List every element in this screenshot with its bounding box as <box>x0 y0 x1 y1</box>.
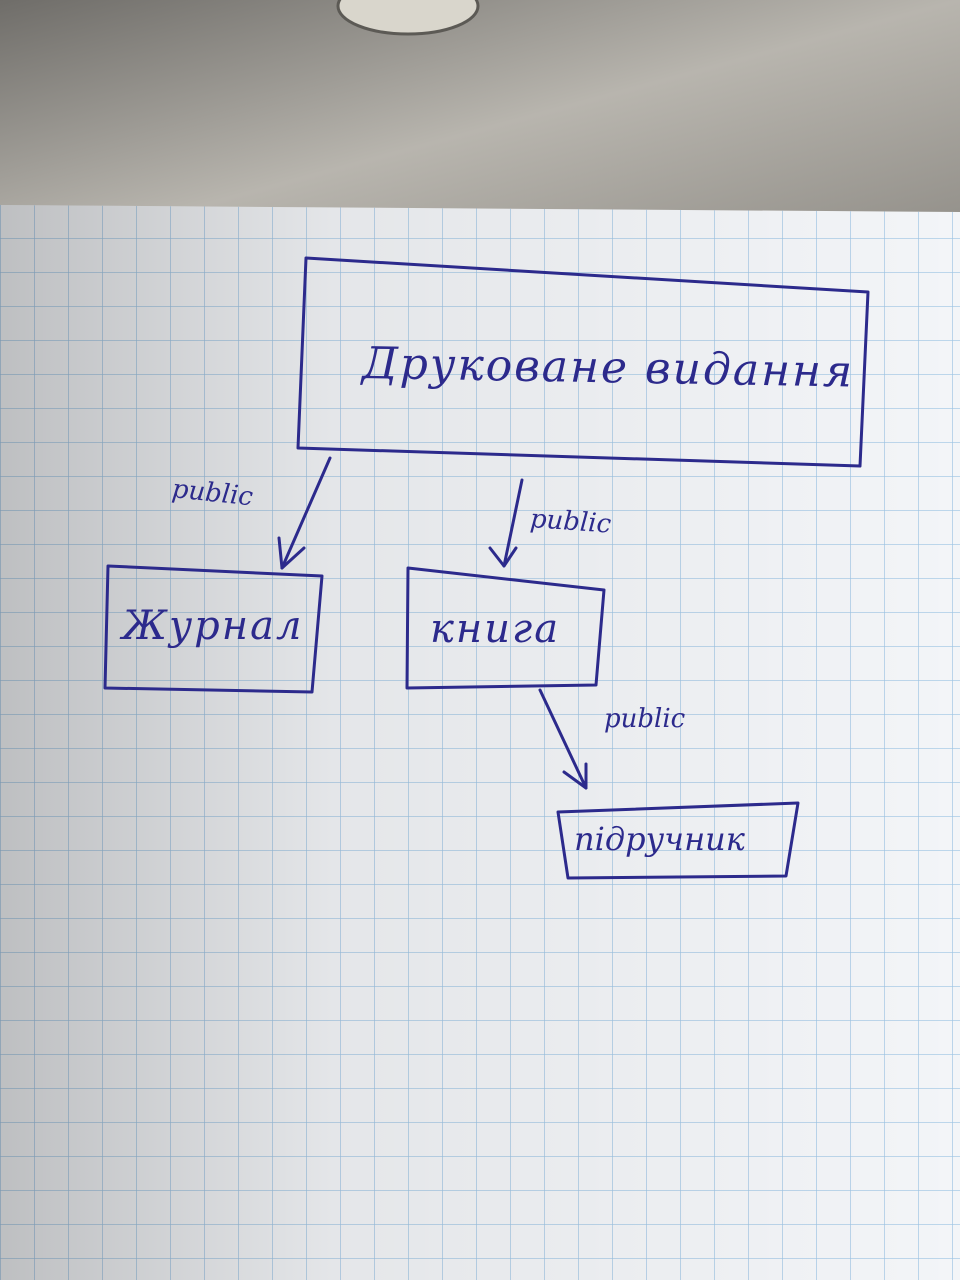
book-node-box <box>405 566 606 690</box>
journal-node-box <box>103 564 324 694</box>
node-label-root: Друковане видання <box>361 338 855 398</box>
edge-label-root-book: public <box>528 504 613 540</box>
root-node-box <box>296 256 870 468</box>
edge-label-book-textbook: public <box>604 704 686 734</box>
edge-book-textbook <box>538 688 588 790</box>
edge-root-journal-arrowhead <box>277 536 306 570</box>
node-label-textbook: підручник <box>574 820 745 858</box>
node-label-journal: Журнал <box>122 603 304 649</box>
edge-root-book <box>502 478 524 568</box>
edge-root-journal <box>280 456 332 570</box>
textbook-node-box <box>556 801 800 880</box>
node-label-book: книга <box>430 606 561 652</box>
edge-root-book-arrowhead <box>488 546 518 568</box>
edge-book-textbook-arrowhead <box>562 762 588 790</box>
round-object <box>336 0 480 36</box>
